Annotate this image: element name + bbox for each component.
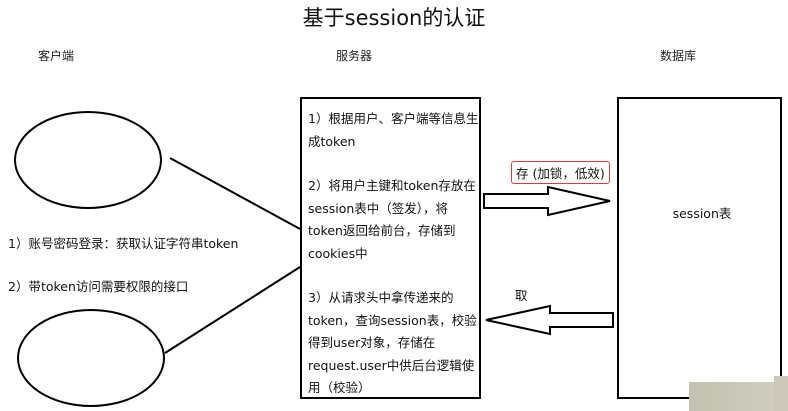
corner-overlay xyxy=(689,382,775,411)
fetch-label: 取 xyxy=(515,288,528,303)
client-note-access: 2）带token访问需要权限的接口 xyxy=(8,279,189,294)
connector-line-top xyxy=(169,157,301,230)
server-step-3: 3）从请求头中拿传递来的token，查询session表，校验得到user对象，… xyxy=(308,290,477,395)
connector-line-bottom xyxy=(164,266,301,354)
store-label: 存 (加锁，低效) xyxy=(511,161,610,184)
client-column-label: 客户端 xyxy=(38,49,75,63)
fetch-arrow xyxy=(485,304,614,336)
diagram-title: 基于session的认证 xyxy=(302,6,486,30)
database-column-label: 数据库 xyxy=(660,49,697,63)
client-note-login: 1）账号密码登录：获取认证字符串token xyxy=(8,236,239,251)
database-box xyxy=(617,97,782,399)
server-box xyxy=(300,97,481,399)
server-step-2: 2）将用户主键和token存放在session表中（签发），将token返回给前… xyxy=(308,178,476,261)
client-ellipse-top xyxy=(14,111,162,209)
corner-overlay-edge xyxy=(774,376,788,411)
server-steps: 1）根据用户、客户端等信息生成token 2）将用户主键和token存放在ses… xyxy=(308,108,480,400)
store-arrow xyxy=(483,185,611,217)
session-table-label: session表 xyxy=(672,206,732,221)
client-ellipse-bottom xyxy=(17,309,165,407)
server-column-label: 服务器 xyxy=(336,49,373,63)
server-step-1: 1）根据用户、客户端等信息生成token xyxy=(308,111,479,149)
